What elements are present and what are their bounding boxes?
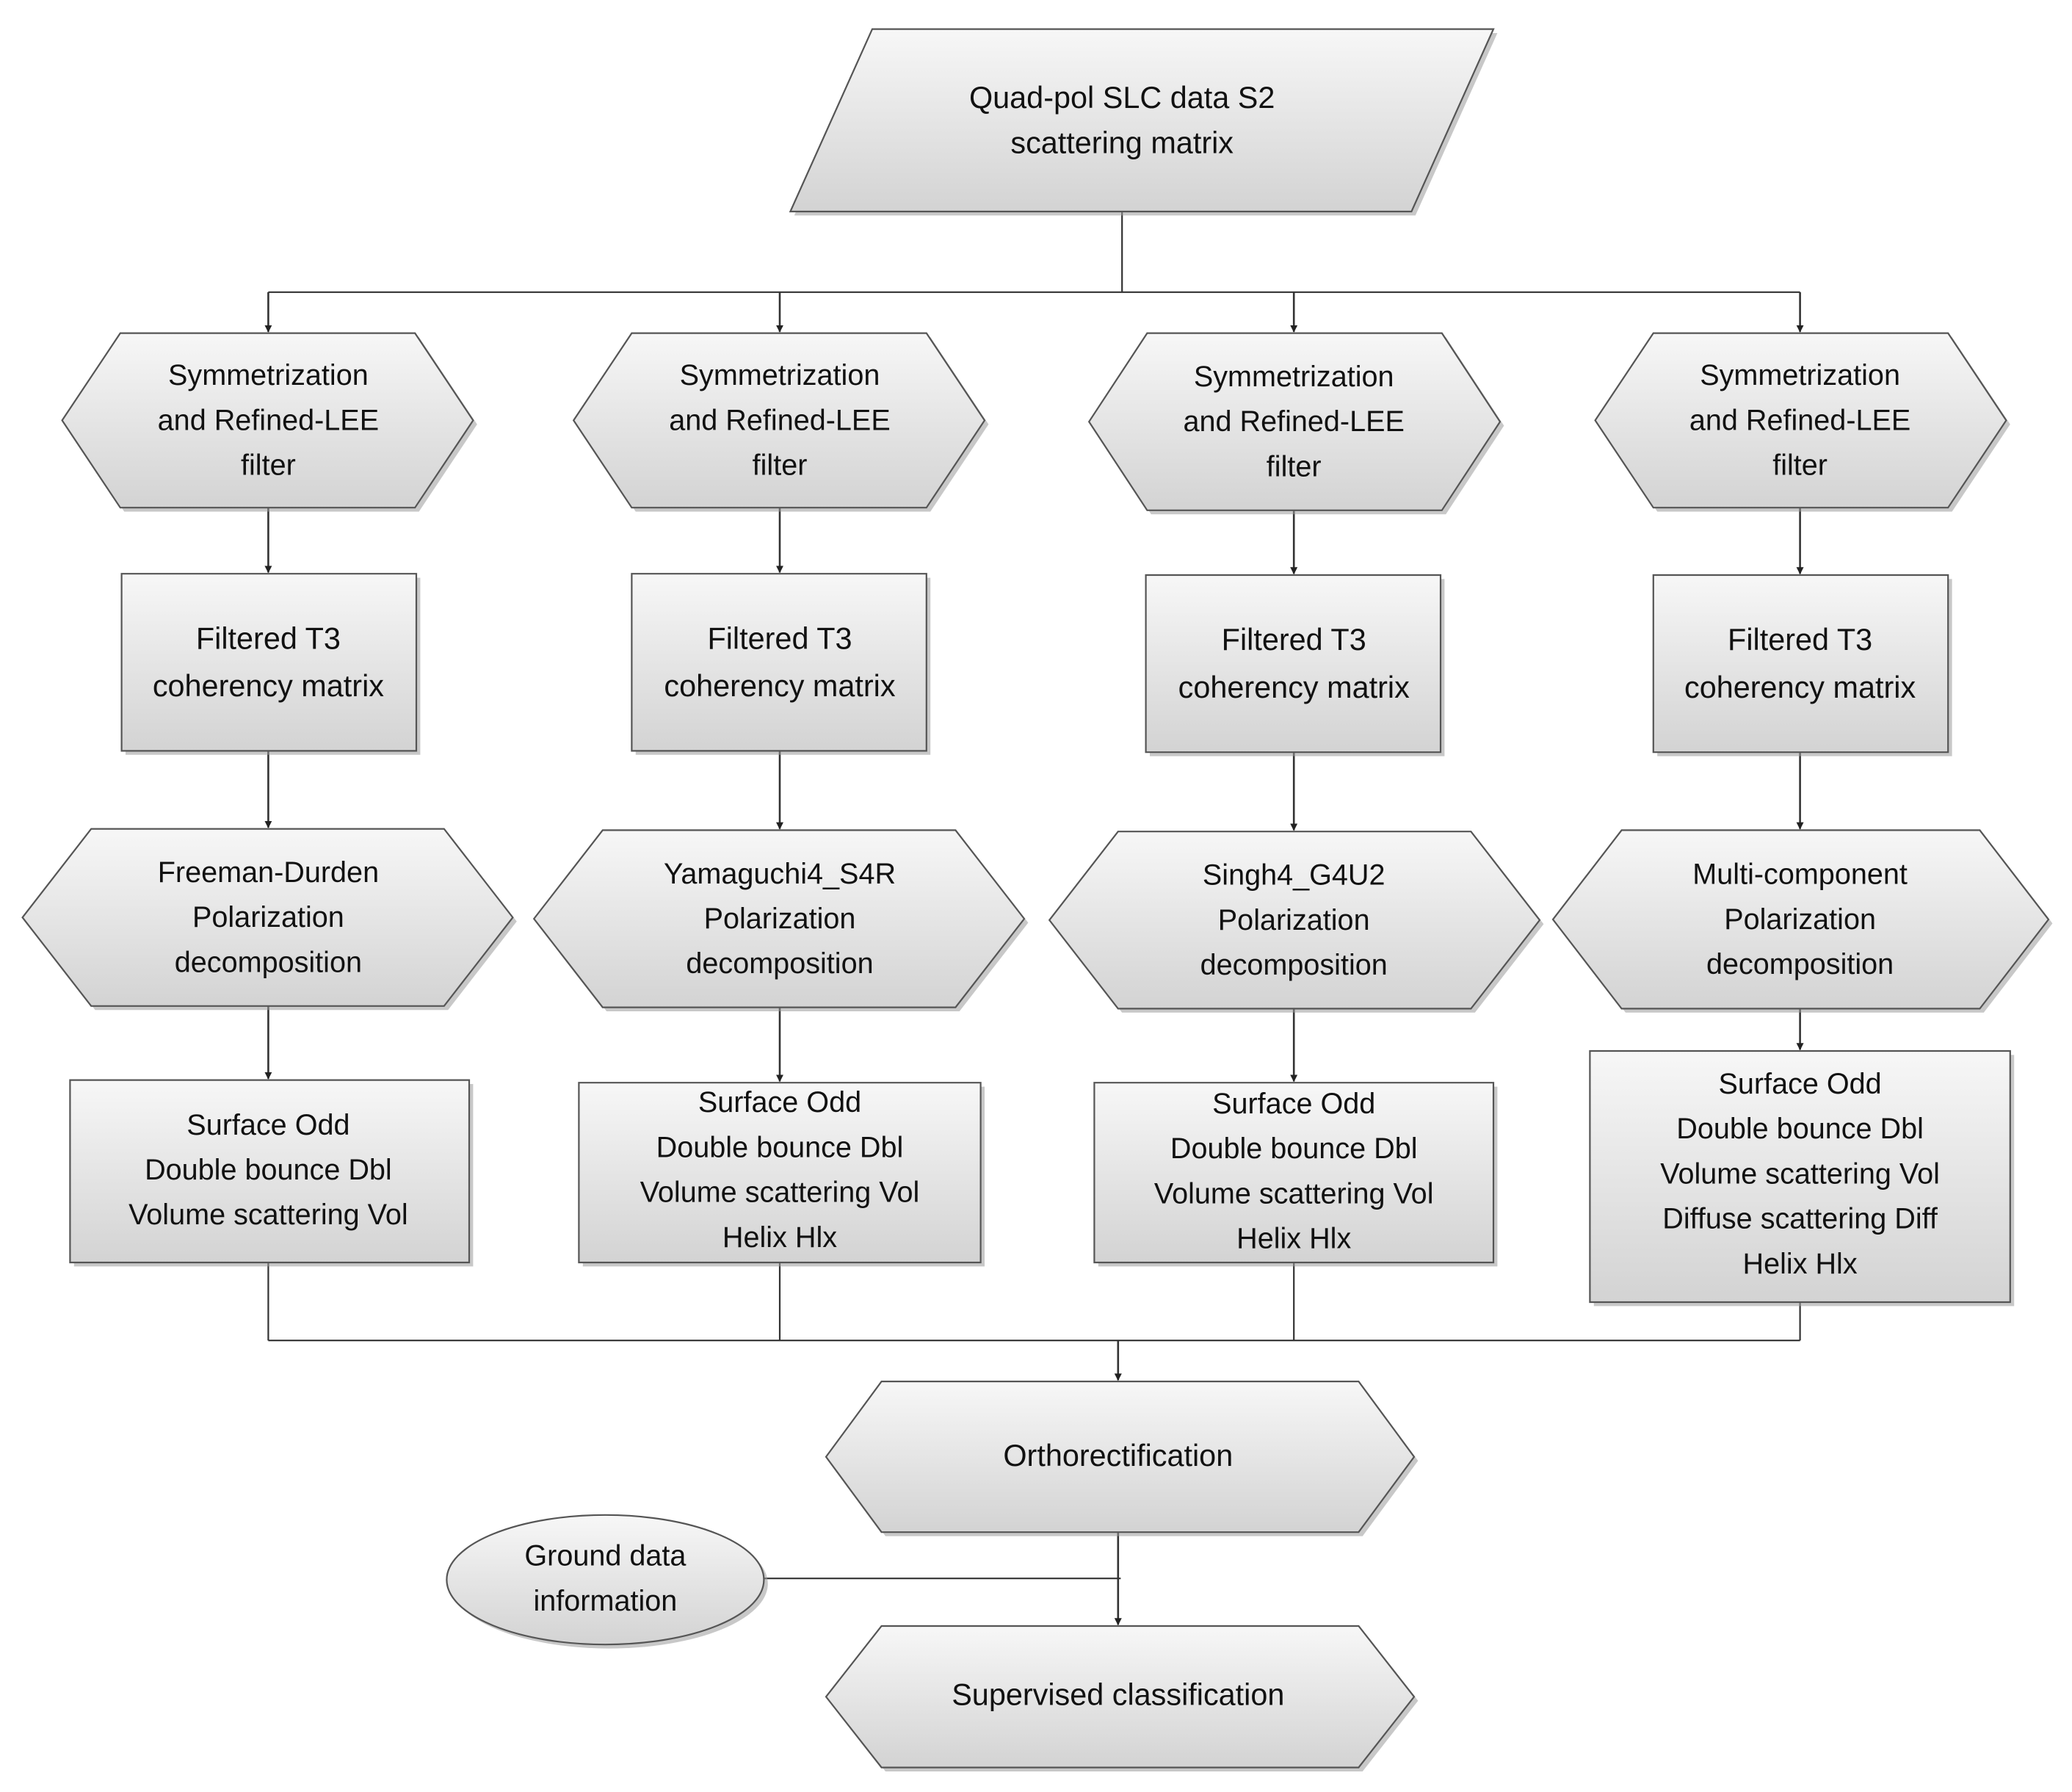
filter-label-2-line-2: and Refined-LEE [669, 404, 890, 436]
matrix-label-4-line-2: coherency matrix [1684, 671, 1916, 704]
outputs-label-3-line-3: Volume scattering Vol [1154, 1177, 1434, 1210]
outputs-label-4-line-4: Diffuse scattering Diff [1662, 1203, 1938, 1235]
input-data-parallelogram [789, 28, 1495, 213]
outputs-box-2 [578, 1082, 982, 1264]
matrix-label-3-line-2: coherency matrix [1178, 671, 1410, 704]
labels: Quad-pol SLC data S2 scattering matrixSym… [128, 81, 1940, 1711]
matrix-label-4-line-1: Filtered T3 [1728, 623, 1872, 657]
filter-label-4-line-1: Symmetrization [1700, 359, 1900, 391]
outputs-label-2-line-3: Volume scattering Vol [640, 1177, 920, 1209]
input-data-label-line-1: Quad-pol SLC data S2 [969, 81, 1275, 115]
decomposition-label-3-line-3: decomposition [1200, 949, 1388, 981]
orthorectification-label-line-1: Orthorectification [1003, 1439, 1233, 1473]
input-data-label-line-2: scattering matrix [1010, 126, 1234, 159]
shapes [21, 28, 2053, 1771]
decomposition-label-3-line-2: Polarization [1218, 904, 1370, 936]
outputs-label-1-line-1: Surface Odd [186, 1109, 349, 1141]
filter-label-4-line-3: filter [1772, 449, 1828, 482]
decomposition-label-1-line-2: Polarization [192, 901, 344, 933]
matrix-box-2 [631, 573, 927, 752]
filter-hexagon-3 [1087, 332, 1502, 511]
outputs-label-4-line-1: Surface Odd [1718, 1068, 1881, 1100]
filter-hexagon-2 [572, 332, 986, 509]
outputs-label-3-line-4: Helix Hlx [1236, 1223, 1351, 1255]
filter-label-4-line-2: and Refined-LEE [1689, 404, 1910, 436]
matrix-box-4 [1652, 574, 1949, 754]
decomposition-label-2-line-3: decomposition [686, 947, 873, 980]
decomposition-label-4-line-3: decomposition [1706, 948, 1894, 980]
orthorectification-hexagon [825, 1380, 1416, 1533]
outputs-label-2-line-1: Surface Odd [698, 1086, 861, 1119]
ground-data-ellipse [446, 1514, 765, 1646]
decomposition-label-4-line-2: Polarization [1724, 903, 1876, 936]
filter-hexagon-1 [61, 332, 474, 509]
outputs-label-2-line-4: Helix Hlx [722, 1221, 837, 1254]
decomposition-label-3-line-1: Singh4_G4U2 [1203, 859, 1385, 892]
decomposition-hexagon-4 [1551, 829, 2050, 1010]
filter-label-1-line-2: and Refined-LEE [158, 404, 379, 436]
matrix-label-2-line-2: coherency matrix [664, 669, 895, 703]
outputs-label-4-line-2: Double bounce Dbl [1676, 1113, 1924, 1145]
outputs-box-1 [69, 1079, 471, 1264]
classification-hexagon [825, 1625, 1416, 1768]
ground-data-label-line-1: Ground data [524, 1540, 687, 1572]
classification-label-line-1: Supervised classification [952, 1678, 1284, 1712]
decomposition-label-1-line-1: Freeman-Durden [158, 856, 379, 889]
decomposition-label-2-line-2: Polarization [704, 903, 856, 935]
filter-label-2-line-3: filter [753, 449, 808, 482]
decomposition-label-2-line-1: Yamaguchi4_S4R [664, 858, 896, 890]
filter-label-1-line-3: filter [241, 449, 296, 482]
outputs-label-4-line-3: Volume scattering Vol [1660, 1157, 1940, 1190]
decomposition-hexagon-3 [1048, 831, 1541, 1010]
filter-label-3-line-1: Symmetrization [1194, 361, 1394, 393]
matrix-label-1-line-1: Filtered T3 [196, 621, 341, 655]
outputs-label-4-line-5: Helix Hlx [1743, 1248, 1858, 1280]
outputs-box-3 [1093, 1082, 1495, 1264]
matrix-box-3 [1145, 574, 1442, 754]
outputs-label-1-line-2: Double bounce Dbl [145, 1154, 392, 1186]
decomposition-hexagon-2 [532, 829, 1026, 1008]
outputs-label-3-line-2: Double bounce Dbl [1170, 1132, 1418, 1165]
filter-label-3-line-2: and Refined-LEE [1183, 405, 1404, 438]
outputs-label-3-line-1: Surface Odd [1212, 1088, 1375, 1120]
matrix-label-2-line-1: Filtered T3 [707, 621, 852, 655]
ground-data-label-line-2: information [534, 1585, 678, 1617]
matrix-label-1-line-2: coherency matrix [153, 669, 384, 703]
outputs-box-4 [1589, 1049, 2011, 1304]
decomposition-label-1-line-3: decomposition [175, 946, 362, 978]
outputs-label-1-line-3: Volume scattering Vol [128, 1199, 408, 1231]
matrix-box-1 [120, 573, 418, 752]
filter-label-1-line-1: Symmetrization [168, 359, 369, 391]
outputs-label-2-line-2: Double bounce Dbl [656, 1131, 904, 1163]
decomposition-hexagon-1 [21, 828, 514, 1007]
filter-label-2-line-1: Symmetrization [680, 359, 880, 391]
connectors [264, 212, 1804, 1626]
filter-label-3-line-3: filter [1267, 450, 1322, 483]
matrix-label-3-line-1: Filtered T3 [1222, 623, 1366, 657]
decomposition-label-4-line-1: Multi-component [1692, 859, 1908, 891]
filter-hexagon-4 [1594, 332, 2007, 509]
